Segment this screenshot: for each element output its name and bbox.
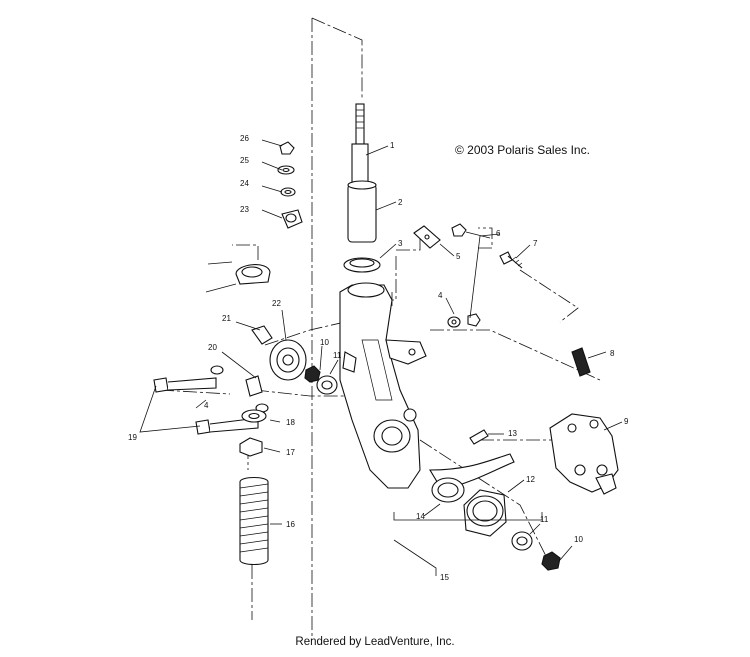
copyright-notice: © 2003 Polaris Sales Inc. xyxy=(455,143,590,157)
washer-18 xyxy=(241,409,267,423)
callout-10-left: 10 xyxy=(320,338,329,347)
bearing-race-12 xyxy=(463,489,507,537)
callout-19: 19 xyxy=(128,433,137,442)
callout-25: 25 xyxy=(240,156,249,165)
brake-caliper-9 xyxy=(549,413,619,495)
callout-16: 16 xyxy=(286,520,295,529)
callout-22: 22 xyxy=(272,299,281,308)
callout-18: 18 xyxy=(286,418,295,427)
bracket-5 xyxy=(413,225,441,249)
callout-2: 2 xyxy=(398,198,403,207)
bushing-23 xyxy=(281,209,303,229)
mount-cup xyxy=(205,261,271,293)
spring-16 xyxy=(239,476,269,566)
callout-9: 9 xyxy=(624,417,629,426)
callout-10-right: 10 xyxy=(574,535,583,544)
stud-21 xyxy=(251,325,273,345)
callout-11-right: 11 xyxy=(540,515,549,524)
bolt-19-upper xyxy=(153,377,217,393)
callout-17: 17 xyxy=(286,448,295,457)
washer-4-right xyxy=(447,316,461,328)
bearing-22 xyxy=(269,339,307,381)
callout-13: 13 xyxy=(508,429,517,438)
leader-lines xyxy=(139,139,623,561)
strut-body xyxy=(347,180,377,243)
callout-6: 6 xyxy=(496,229,501,238)
callout-8: 8 xyxy=(610,349,615,358)
wedge-8 xyxy=(571,347,591,377)
bolt-7 xyxy=(499,251,523,269)
callout-7: 7 xyxy=(533,239,538,248)
callout-4-left: 4 xyxy=(204,401,209,410)
callout-1: 1 xyxy=(390,141,395,150)
footer-credit: Rendered by LeadVenture, Inc. xyxy=(295,636,455,648)
bearing-11 xyxy=(316,375,533,551)
fitting-20 xyxy=(245,375,263,397)
washer-24 xyxy=(280,187,296,197)
callout-4-right: 4 xyxy=(438,291,443,300)
seal-14 xyxy=(431,477,465,503)
callout-23: 23 xyxy=(240,205,249,214)
callout-12: 12 xyxy=(526,475,535,484)
nut-10 xyxy=(304,365,561,571)
callout-26: 26 xyxy=(240,134,249,143)
strut-rod xyxy=(351,103,369,185)
callout-14: 14 xyxy=(416,512,425,521)
callout-15-leader xyxy=(393,539,437,576)
washer-25 xyxy=(277,165,295,175)
nut-17 xyxy=(239,437,263,457)
bolt-19-lower xyxy=(195,417,259,435)
callouts: 1 2 3 4 4 5 6 7 8 9 10 10 11 11 12 13 14… xyxy=(128,134,629,582)
nut-6 xyxy=(451,223,481,327)
callout-21: 21 xyxy=(222,314,231,323)
callout-15: 15 xyxy=(440,573,449,582)
spindle-knuckle xyxy=(339,282,427,489)
bearing-plate xyxy=(343,257,381,273)
callout-11-left: 11 xyxy=(333,351,342,360)
nut-26 xyxy=(279,141,295,155)
callout-24: 24 xyxy=(240,179,249,188)
callout-5: 5 xyxy=(456,252,461,261)
callout-3: 3 xyxy=(398,239,403,248)
callout-20: 20 xyxy=(208,343,217,352)
